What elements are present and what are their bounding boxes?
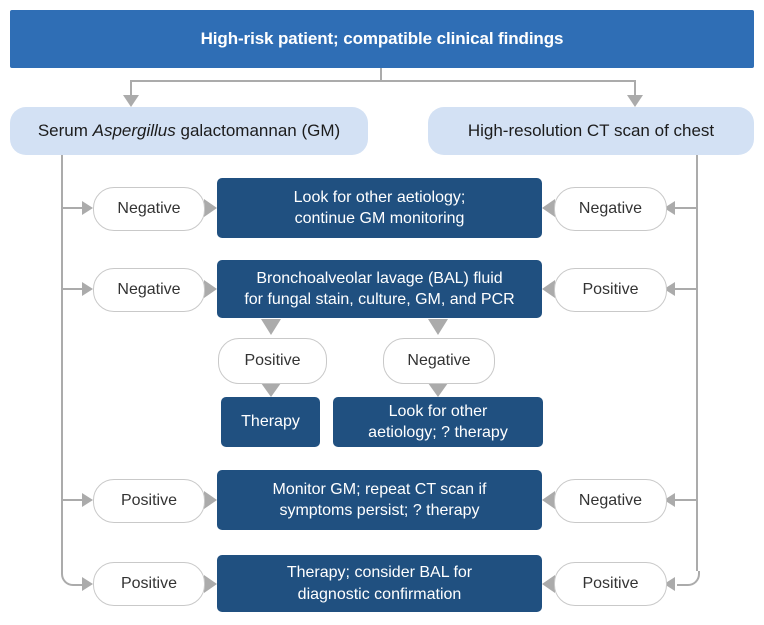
connector-elbow-left — [61, 571, 84, 586]
arrow-right-icon — [82, 282, 93, 296]
node-serum-gm-test: Serum Aspergillus galactomannan (GM) — [10, 107, 368, 155]
node-text-line: Bronchoalveolar lavage (BAL) fluid — [256, 269, 503, 287]
result-oval-gm-negative-2: Negative — [93, 268, 205, 312]
connector-top-horizontal — [130, 80, 636, 82]
arrow-down-icon — [261, 319, 281, 335]
node-text-line: Look for other aetiology; — [293, 188, 466, 206]
connector-header-stub — [380, 68, 382, 81]
node-text-line: diagnostic confirmation — [297, 585, 462, 603]
result-oval-gm-positive-1: Positive — [93, 479, 205, 523]
result-oval-gm-positive-2: Positive — [93, 562, 205, 606]
arrow-right-icon — [82, 201, 93, 215]
connector-rail-left — [61, 155, 63, 571]
arrow-right-icon — [204, 199, 217, 217]
connector-rail-right — [696, 155, 698, 571]
node-look-other-aetiology: Look for other aetiology; continue GM mo… — [217, 178, 542, 238]
arrow-right-icon — [82, 577, 93, 591]
connector-feed — [674, 288, 696, 290]
connector-drop-right — [634, 80, 636, 96]
connector-feed — [674, 499, 696, 501]
node-monitor-gm: Monitor GM; repeat CT scan if symptoms p… — [217, 470, 542, 530]
node-look-other-therapy: Look for other aetiology; ? therapy — [333, 397, 543, 447]
arrow-left-icon — [542, 280, 555, 298]
node-text-line: Therapy; consider BAL for — [286, 564, 473, 582]
arrow-left-icon — [664, 201, 675, 215]
result-oval-bal-negative: Negative — [383, 338, 495, 384]
node-ct-scan-test: High-resolution CT scan of chest — [428, 107, 754, 155]
arrow-right-icon — [204, 280, 217, 298]
result-oval-gm-negative-1: Negative — [93, 187, 205, 231]
connector-elbow-right — [677, 571, 700, 586]
arrow-left-icon — [664, 282, 675, 296]
arrow-left-icon — [664, 577, 675, 591]
node-text-line: for fungal stain, culture, GM, and PCR — [244, 291, 515, 308]
arrow-down-icon — [428, 319, 448, 335]
header-box: High-risk patient; compatible clinical f… — [10, 10, 754, 68]
result-oval-ct-positive-1: Positive — [554, 268, 667, 312]
connector-drop-left — [130, 80, 132, 96]
node-text-line: aetiology; ? therapy — [368, 424, 508, 441]
result-oval-bal-positive: Positive — [218, 338, 327, 384]
arrow-left-icon — [664, 493, 675, 507]
node-bal-fluid: Bronchoalveolar lavage (BAL) fluid for f… — [217, 260, 542, 318]
arrow-down-icon — [627, 95, 643, 107]
node-text-line: Monitor GM; repeat CT scan if — [272, 480, 487, 498]
result-oval-ct-negative-2: Negative — [554, 479, 667, 523]
result-oval-ct-positive-2: Positive — [554, 562, 667, 606]
arrow-right-icon — [204, 491, 217, 509]
node-therapy-consider-bal: Therapy; consider BAL for diagnostic con… — [217, 555, 542, 612]
connector-feed — [62, 288, 84, 290]
result-oval-ct-negative-1: Negative — [554, 187, 667, 231]
node-text-line: Look for other — [388, 402, 488, 420]
arrow-down-icon — [428, 383, 448, 397]
connector-feed — [674, 207, 696, 209]
serum-gm-label: Serum Aspergillus galactomannan (GM) — [37, 121, 341, 140]
arrow-right-icon — [204, 575, 217, 593]
connector-feed — [62, 207, 84, 209]
node-therapy: Therapy — [221, 397, 320, 447]
arrow-left-icon — [542, 575, 555, 593]
node-text-line: continue GM monitoring — [294, 210, 465, 227]
arrow-down-icon — [261, 383, 281, 397]
node-text-line: symptoms persist; ? therapy — [279, 502, 480, 519]
arrow-right-icon — [82, 493, 93, 507]
arrow-down-icon — [123, 95, 139, 107]
arrow-left-icon — [542, 491, 555, 509]
arrow-left-icon — [542, 199, 555, 217]
connector-feed — [62, 499, 84, 501]
